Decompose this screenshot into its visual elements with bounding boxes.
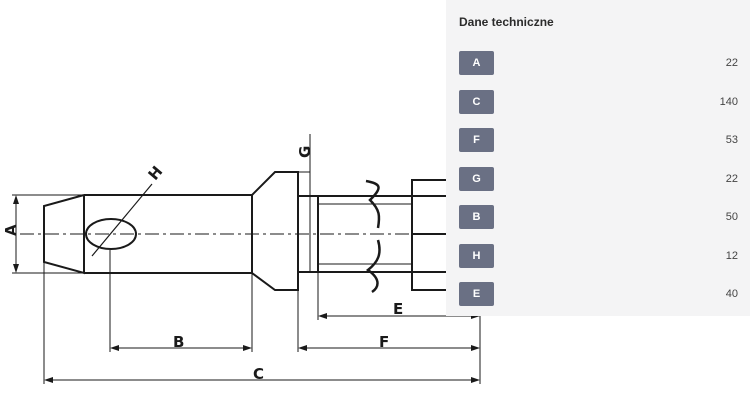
dimension-value: 22 xyxy=(725,172,738,185)
dimension-value: 140 xyxy=(719,95,738,108)
dimension-badge: E xyxy=(459,282,494,307)
dimension-badge: B xyxy=(459,205,494,230)
dim-label-h: H xyxy=(144,163,166,184)
pin-collar xyxy=(251,171,299,291)
dim-label-g: G xyxy=(296,146,314,158)
dimension-badge: C xyxy=(459,89,494,114)
technical-data-row: C 140 xyxy=(459,83,738,122)
technical-data-row: B 50 xyxy=(459,198,738,237)
dimension-badge: G xyxy=(459,166,494,191)
pin-thread-inner xyxy=(318,203,412,265)
dim-h-line xyxy=(91,183,153,257)
dimension-value: 12 xyxy=(725,249,738,262)
dim-label-f: F xyxy=(379,333,389,351)
technical-data-row: E 40 xyxy=(459,275,738,314)
dim-label-c: C xyxy=(253,365,264,383)
clip-upper xyxy=(365,179,381,229)
technical-data-row: A 22 xyxy=(459,44,738,83)
dimension-value: 50 xyxy=(725,211,738,224)
technical-data-row: H 12 xyxy=(459,237,738,276)
dim-label-e: E xyxy=(393,300,403,318)
panel-title: Dane techniczne xyxy=(459,15,554,29)
dim-label-b: B xyxy=(173,333,184,351)
technical-data-row: G 22 xyxy=(459,160,738,199)
dim-label-a: A xyxy=(2,224,20,236)
dimension-value: 53 xyxy=(725,134,738,147)
pin-hole xyxy=(85,218,137,250)
dimension-badge: H xyxy=(459,243,494,268)
dimension-badge: F xyxy=(459,128,494,153)
dimension-badge: A xyxy=(459,51,494,76)
clip-lower xyxy=(365,239,381,294)
technical-data-row: F 53 xyxy=(459,121,738,160)
ext-lines xyxy=(12,171,481,384)
dimension-value: 40 xyxy=(725,288,738,301)
dimension-value: 22 xyxy=(725,57,738,70)
